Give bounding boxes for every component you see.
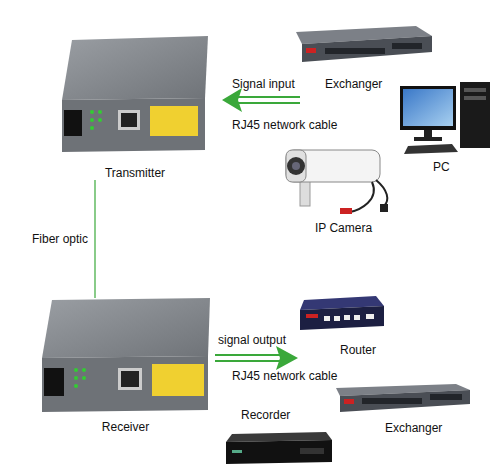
signal-arrow [215, 360, 282, 362]
ip-camera [286, 150, 388, 214]
transmitter-device [118, 110, 140, 130]
pc-device [414, 137, 442, 141]
pc-device [424, 130, 432, 138]
transmitter-device [62, 98, 205, 152]
ip-camera [350, 182, 374, 212]
signal-arrow [236, 96, 300, 98]
receiver-device [152, 364, 204, 396]
device-name: Exchanger [325, 77, 382, 91]
receiver-device [44, 368, 64, 396]
transmitter-device [150, 106, 198, 136]
switch-device [392, 43, 422, 49]
receiver-device [121, 371, 139, 387]
transmitter-device [98, 110, 102, 114]
device-name: IP Camera [315, 221, 372, 235]
transmitter-device [98, 118, 102, 122]
switch-device [302, 36, 432, 62]
router-device [366, 314, 374, 319]
pc-device [464, 96, 486, 100]
device-name: PC [433, 160, 450, 174]
device-name: Receiver [38, 420, 213, 434]
transmitter-device [90, 110, 94, 114]
switch-device [344, 399, 354, 404]
receiver-device [42, 298, 210, 412]
receiver-device [118, 368, 142, 390]
switch-device [306, 48, 316, 53]
switch-device [340, 390, 470, 412]
device-name: Exchanger [385, 421, 442, 435]
transmitter-device [90, 126, 94, 130]
signal-label: RJ45 network cable [232, 369, 337, 383]
switch-device [296, 26, 432, 62]
ip-camera [292, 162, 300, 170]
pc-device [403, 89, 453, 126]
recorder-device [226, 440, 332, 464]
signal-arrow [215, 354, 282, 356]
device-label: Exchanger [325, 77, 382, 91]
transmitter-device [64, 110, 82, 136]
transmitter-device [62, 36, 208, 100]
transmitter-device [90, 118, 94, 122]
signal-label: RJ45 network cable [232, 118, 337, 132]
ip-camera [380, 204, 388, 212]
fiber-line [95, 180, 96, 298]
signal-label: signal output [218, 333, 286, 347]
transmitter-device [62, 36, 208, 152]
device-name: Transmitter [55, 166, 215, 180]
device-label: Router [340, 343, 376, 357]
router-device [300, 306, 384, 330]
fiber-line [94, 180, 95, 298]
pc-device [464, 88, 486, 92]
receiver-device [42, 356, 208, 412]
receiver-device [74, 384, 78, 388]
pc-device [400, 86, 456, 130]
recorder-device [232, 450, 242, 453]
signal-arrow [276, 346, 298, 370]
router-device [300, 296, 384, 330]
edge-label: Fiber optic [32, 232, 88, 246]
converter-box: Transmitter [55, 25, 215, 180]
router-device [324, 316, 330, 321]
ip-camera [340, 208, 352, 214]
ip-camera [376, 180, 387, 206]
router-device [354, 315, 360, 320]
receiver-device [74, 368, 78, 372]
ip-camera [287, 157, 305, 175]
switch-device [430, 394, 462, 400]
receiver-device [74, 376, 78, 380]
signal-arrow [215, 346, 298, 370]
receiver-device [42, 298, 210, 358]
router-device [344, 315, 350, 320]
switch-device [362, 398, 422, 404]
device-label: IP Camera [315, 221, 372, 235]
receiver-device [82, 368, 86, 372]
pc-device [460, 82, 490, 148]
transmitter-device [121, 113, 137, 127]
ip-camera [286, 150, 380, 182]
recorder-device [226, 432, 332, 464]
device-label: Recorder [241, 408, 290, 422]
device-name: Recorder [241, 408, 290, 422]
switch-device [325, 48, 385, 54]
pc-device [400, 82, 490, 154]
router-device [334, 316, 340, 321]
recorder-device [300, 448, 324, 454]
converter-box: Receiver [38, 298, 213, 434]
switch-device [336, 384, 470, 412]
signal-arrow [236, 102, 300, 104]
signal-arrow [222, 88, 300, 112]
router-device [306, 314, 318, 318]
ip-camera [286, 150, 306, 182]
signal-label: Signal input [232, 77, 295, 91]
receiver-device [82, 376, 86, 380]
pc-device [404, 144, 458, 154]
device-label: PC [433, 160, 450, 174]
device-label: Exchanger [385, 421, 442, 435]
device-name: Router [340, 343, 376, 357]
signal-arrow [222, 88, 242, 112]
